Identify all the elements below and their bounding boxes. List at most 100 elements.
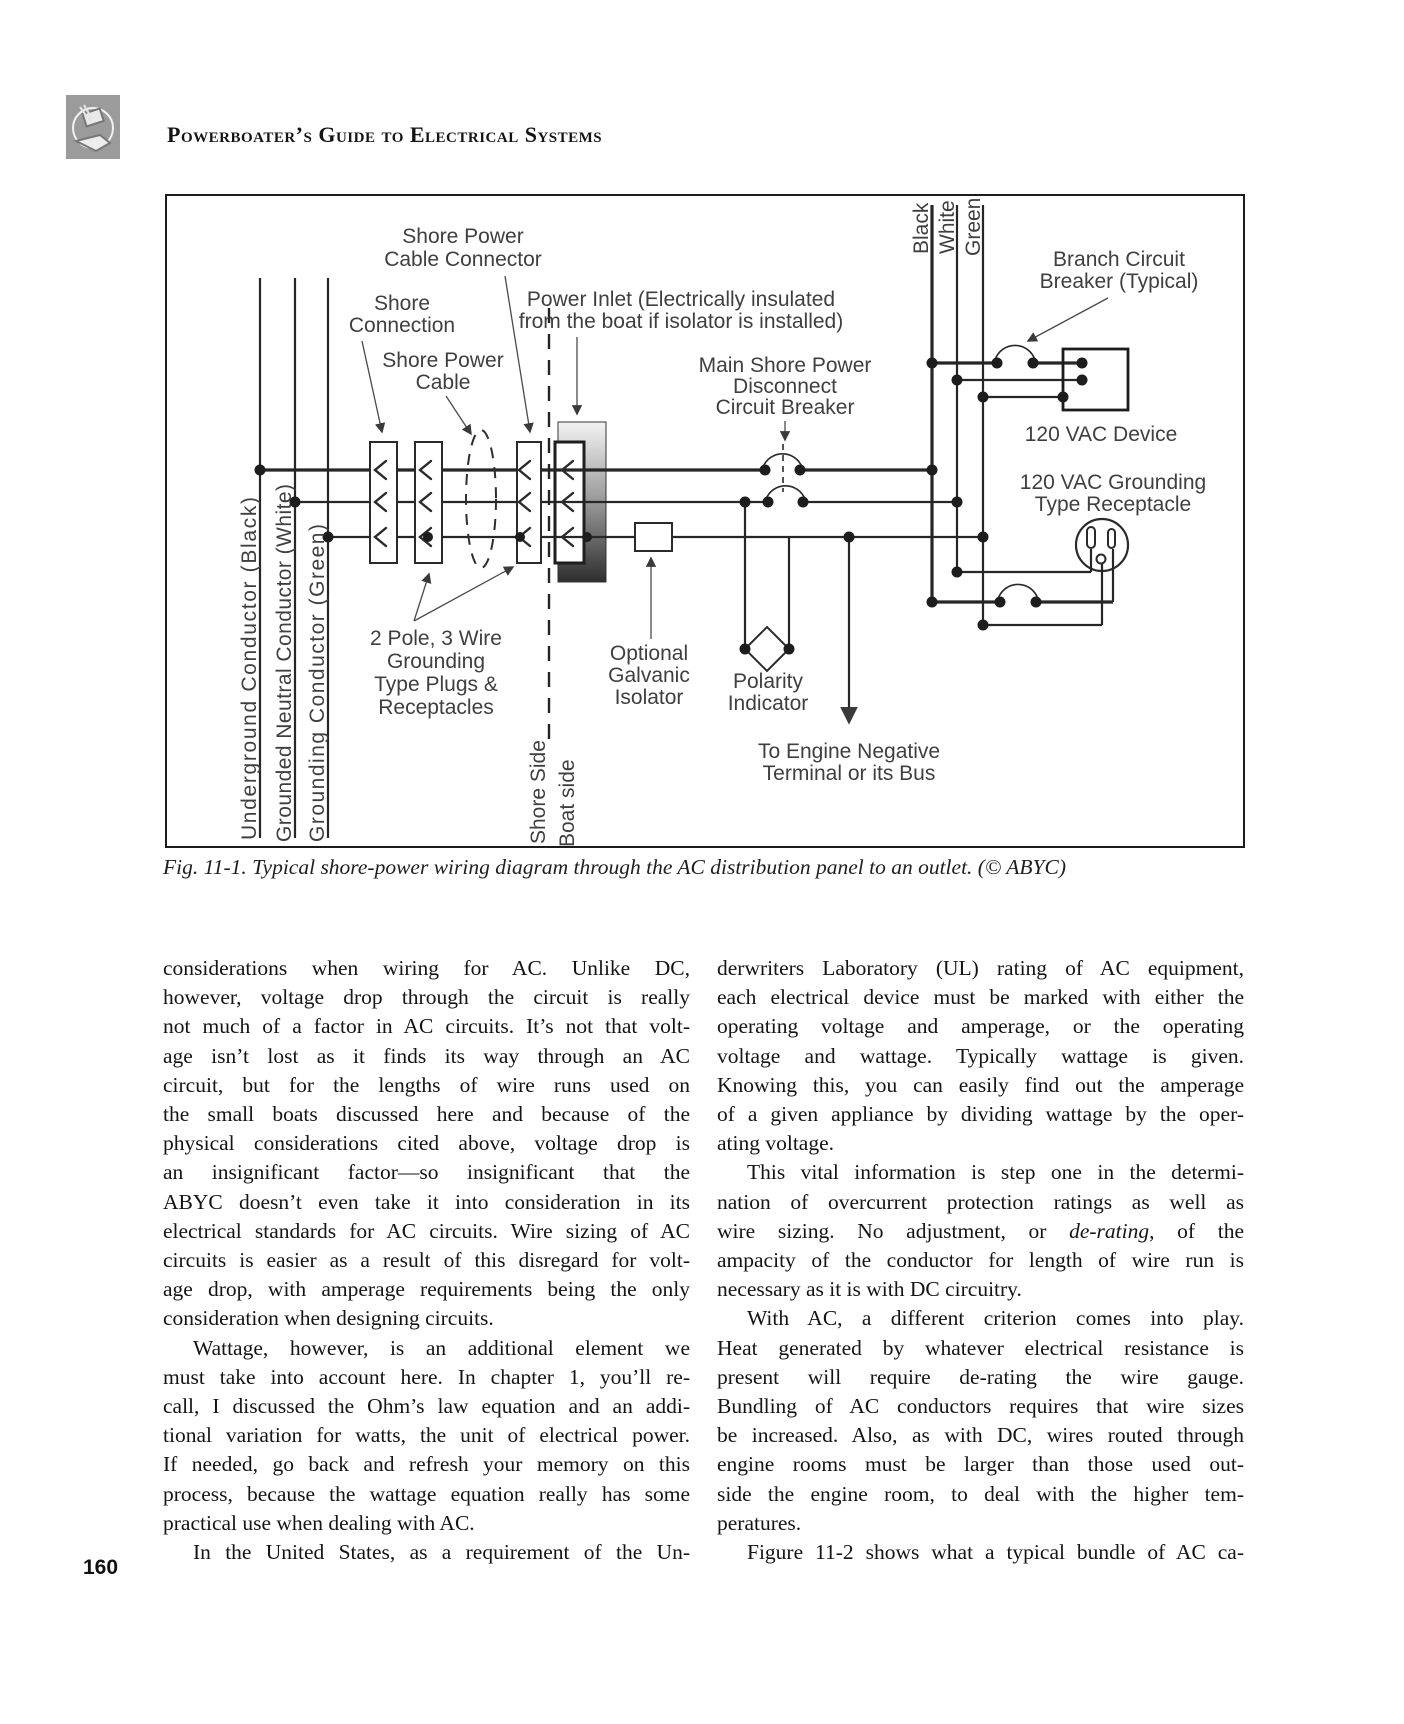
text-line: call, I discussed the Ohm’s law equation… xyxy=(163,1394,690,1419)
grounding-receptacle-symbol xyxy=(1074,517,1130,625)
text-line: With AC, a different criterion comes int… xyxy=(747,1306,1244,1331)
text-line: This vital information is step one in th… xyxy=(747,1160,1244,1185)
vac-device-symbol xyxy=(1061,347,1130,412)
text-line: physical considerations cited above, vol… xyxy=(163,1131,690,1156)
running-head-title: Powerboater’s Guide to Electrical System… xyxy=(167,122,603,147)
text-line: If needed, go back and refresh your memo… xyxy=(163,1452,690,1477)
text-segment: , of the xyxy=(1149,1218,1244,1243)
text-line: wire sizing. No adjustment, or de-rating… xyxy=(717,1217,1244,1246)
label-120-vac-device: 120 VAC Device xyxy=(1025,423,1178,446)
text-line: In the United States, as a requirement o… xyxy=(193,1540,690,1565)
text-line: Bundling of AC conductors requires that … xyxy=(717,1394,1244,1419)
label-power-inlet: from the boat if isolator is installed) xyxy=(519,310,843,333)
label-bus-white: White xyxy=(936,200,959,254)
wires xyxy=(260,205,1113,649)
text-line: of a given appliance by dividing wattage… xyxy=(717,1102,1244,1127)
text-segment-italic: de-rating xyxy=(1069,1218,1150,1243)
text-line: circuit, but for the lengths of wire run… xyxy=(163,1072,690,1097)
label-two-pole: Grounding xyxy=(387,650,485,673)
text-line: Figure 11-2 shows what a typical bundle … xyxy=(747,1540,1244,1565)
text-line: peratures. xyxy=(717,1510,802,1535)
logo-engraving xyxy=(72,104,114,153)
label-galvanic-isolator: Optional xyxy=(610,642,688,665)
label-branch-breaker: Breaker (Typical) xyxy=(1040,270,1199,293)
text-line: circuits is easier as a result of this d… xyxy=(163,1248,690,1273)
text-line: considerations when wiring for AC. Unlik… xyxy=(163,956,690,980)
label-polarity-indicator: Polarity xyxy=(733,670,804,693)
label-power-inlet: Power Inlet (Electrically insulated xyxy=(527,288,835,311)
text-line: side the engine room, to deal with the h… xyxy=(717,1481,1244,1506)
text-line: necessary as it is with DC circuitry. xyxy=(717,1277,1022,1302)
label-shore-power-cable: Shore Power xyxy=(382,349,503,372)
label-shore-connection: Connection xyxy=(349,314,455,337)
text-line: each electrical device must be marked wi… xyxy=(717,985,1244,1010)
text-line: tional variation for watts, the unit of … xyxy=(163,1423,690,1448)
label-polarity-indicator: Indicator xyxy=(728,692,809,715)
label-grounded-neutral-conductor: Grounded Neutral Conductor (White) xyxy=(273,484,296,842)
text-line: engine rooms must be larger than those u… xyxy=(717,1452,1244,1477)
label-engine-negative: To Engine Negative xyxy=(758,740,940,763)
label-branch-breaker: Branch Circuit xyxy=(1053,248,1185,271)
text-line: Wattage, however, is an additional eleme… xyxy=(193,1335,690,1360)
text-line: process, because the wattage equation re… xyxy=(163,1481,690,1506)
text-line: ampacity of the conductor for length of … xyxy=(717,1248,1244,1273)
text-line: the small boats discussed here and becau… xyxy=(163,1102,690,1127)
galvanic-isolator-symbol xyxy=(634,522,673,552)
text-line: operating voltage and amperage, or the o… xyxy=(717,1014,1244,1039)
text-line: consideration when designing circuits. xyxy=(163,1306,494,1331)
text-line: nation of overcurrent protection ratings… xyxy=(717,1189,1244,1214)
cable-connector-ellipse xyxy=(465,429,497,569)
label-main-disconnect: Circuit Breaker xyxy=(716,396,855,419)
text-line: Knowing this, you can easily find out th… xyxy=(717,1072,1244,1097)
text-line: present will require de-rating the wire … xyxy=(717,1364,1244,1389)
text-line: ABYC doesn’t even take it into considera… xyxy=(163,1189,690,1214)
text-line: ating voltage. xyxy=(717,1131,835,1156)
text-line: age drop, with amperage requirements bei… xyxy=(163,1277,690,1302)
text-line: an insignificant factor—so insignificant… xyxy=(163,1160,690,1185)
label-galvanic-isolator: Isolator xyxy=(615,686,684,709)
shore-conductor-lines xyxy=(258,278,330,838)
figure-caption: Fig. 11-1. Typical shore-power wiring di… xyxy=(163,855,1066,879)
publisher-logo xyxy=(66,95,120,159)
label-shore-power-cable: Cable xyxy=(416,371,471,394)
label-two-pole: Receptacles xyxy=(378,696,494,719)
figure-11-1-diagram: Shore Power Cable Connector Shore Connec… xyxy=(165,194,1245,848)
label-120-vac-receptacle: Type Receptacle xyxy=(1035,493,1191,516)
label-shore-connection: Shore xyxy=(374,292,430,315)
label-bus-black: Black xyxy=(910,202,933,254)
label-bus-green: Green xyxy=(962,198,985,256)
junction-dots xyxy=(254,357,1088,655)
label-two-pole: Type Plugs & xyxy=(374,673,498,696)
figure-border xyxy=(165,194,1245,848)
label-shore-power-cable-connector: Shore Power xyxy=(402,225,523,248)
label-shore-side: Shore Side xyxy=(527,740,550,844)
polarity-indicator-symbol xyxy=(743,625,791,673)
text-line: not much of a factor in AC circuits. It’… xyxy=(163,1014,690,1039)
label-main-disconnect: Disconnect xyxy=(733,375,837,398)
label-shore-power-cable-connector: Cable Connector xyxy=(384,248,542,271)
text-line: must take into account here. In chapter … xyxy=(163,1364,690,1389)
label-main-disconnect: Main Shore Power xyxy=(699,354,872,377)
label-two-pole: 2 Pole, 3 Wire xyxy=(370,627,502,650)
text-line: derwriters Laboratory (UL) rating of AC … xyxy=(717,956,1244,980)
text-line: voltage and wattage. Typically wattage i… xyxy=(717,1043,1244,1068)
label-grounding-conductor: Grounding Conductor (Green) xyxy=(306,524,329,842)
label-leader-arrows xyxy=(361,275,1109,639)
plug-blade-arrows xyxy=(373,459,575,548)
label-120-vac-receptacle: 120 VAC Grounding xyxy=(1020,471,1206,494)
text-line: electrical standards for AC circuits. Wi… xyxy=(163,1218,690,1243)
text-line: however, voltage drop through the circui… xyxy=(163,985,690,1010)
body-column-right: derwriters Laboratory (UL) rating of AC … xyxy=(717,954,1244,1567)
text-line: Heat generated by whatever electrical re… xyxy=(717,1335,1244,1360)
label-galvanic-isolator: Galvanic xyxy=(608,664,690,687)
text-line: practical use when dealing with AC. xyxy=(163,1510,475,1535)
page-number: 160 xyxy=(83,1556,119,1579)
circuit-breaker-arcs xyxy=(762,344,1039,600)
text-segment: wire sizing. No adjustment, or xyxy=(717,1218,1070,1243)
text-line: be increased. Also, as with DC, wires ro… xyxy=(717,1423,1244,1448)
label-engine-negative: Terminal or its Bus xyxy=(763,762,936,785)
label-underground-conductor: Underground Conductor (Black) xyxy=(238,497,261,840)
label-boat-side: Boat side xyxy=(556,759,579,847)
body-column-left: considerations when wiring for AC. Unlik… xyxy=(163,954,690,1567)
